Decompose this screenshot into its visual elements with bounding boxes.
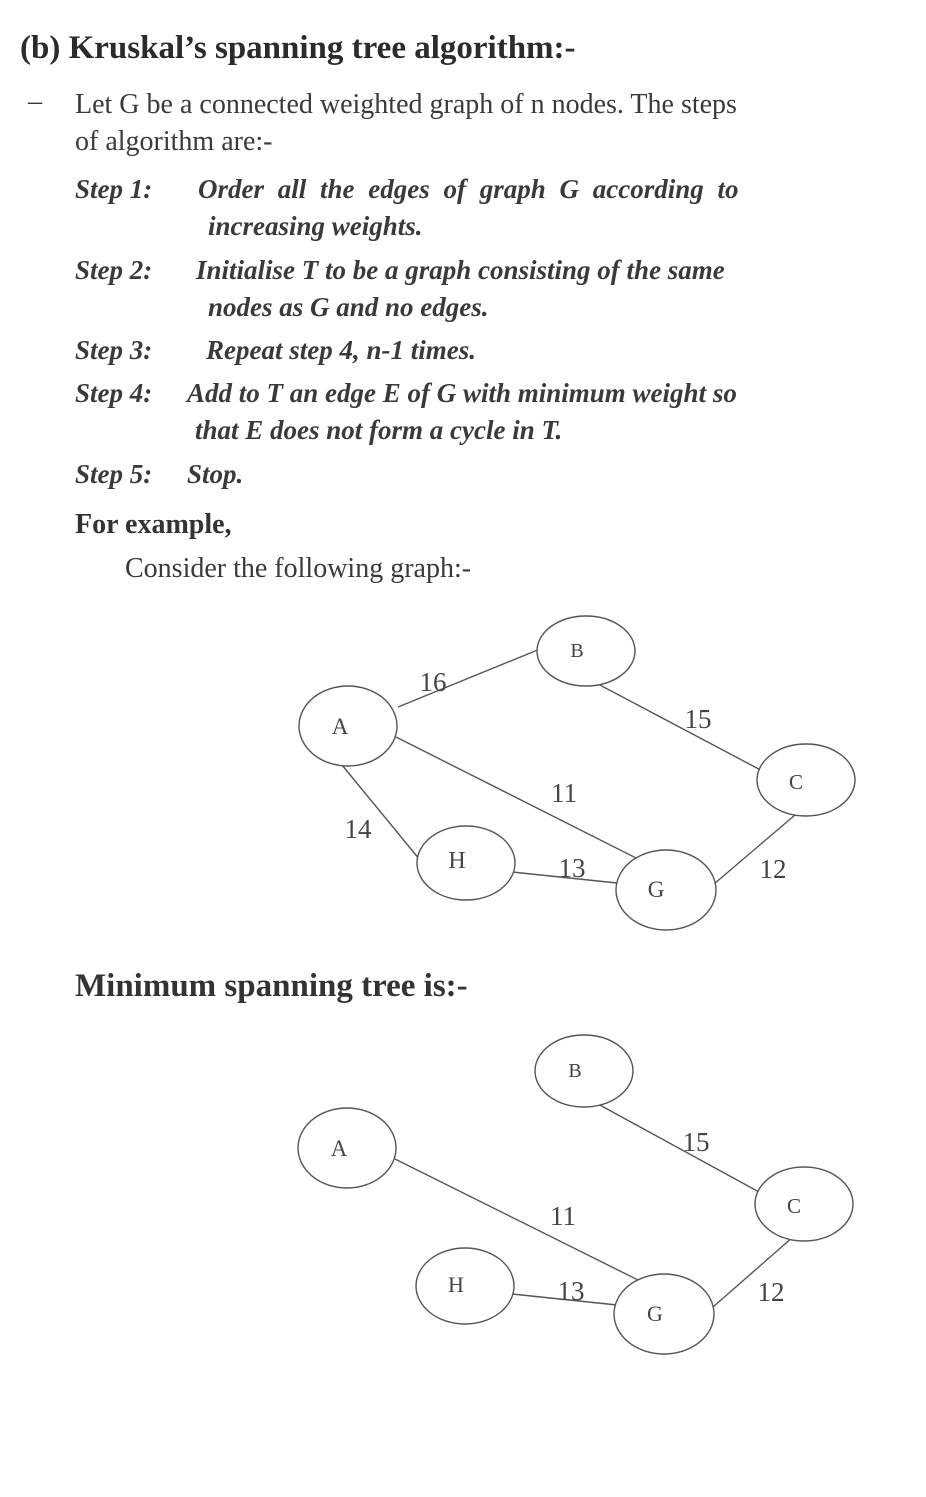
edge-a-h xyxy=(341,764,421,861)
edge-a-b xyxy=(397,648,541,708)
step-1-line-2: increasing weights. xyxy=(208,211,423,241)
node-label-b: B xyxy=(570,640,583,662)
mst-node-label-c: C xyxy=(787,1194,801,1218)
step-4-line-2: that E does not form a cycle in T. xyxy=(195,415,563,445)
step-5-label: Step 5: xyxy=(75,459,153,489)
step-3-line-1: Repeat step 4, n-1 times. xyxy=(206,335,476,365)
node-a xyxy=(298,685,398,767)
intro-paragraph: Let G be a connected weighted graph of n… xyxy=(75,86,875,160)
mst-node-c xyxy=(754,1166,854,1242)
intro-line-1: Let G be a connected weighted graph of n… xyxy=(75,89,737,120)
mst-node-a xyxy=(297,1107,397,1189)
mst-node-g xyxy=(613,1273,715,1355)
node-label-g: G xyxy=(648,877,665,902)
weight-b-c: 15 xyxy=(685,704,712,734)
step-2-line-2: nodes as G and no edges. xyxy=(208,292,489,322)
node-label-a: A xyxy=(332,714,349,739)
mst-node-label-a: A xyxy=(331,1136,348,1161)
step-4-line-1: Add to T an edge E of G with minimum wei… xyxy=(187,378,737,408)
intro-line-2: of algorithm are:- xyxy=(75,126,273,157)
example-heading: For example, xyxy=(75,509,232,540)
edge-b-c xyxy=(597,683,771,776)
step-1-label: Step 1: xyxy=(75,174,153,204)
weight-g-c: 12 xyxy=(760,854,787,884)
edge-a-g xyxy=(395,736,641,861)
step-1-line-1: Order all the edges of graph G according… xyxy=(198,174,739,204)
mst-edge-g-c xyxy=(712,1236,794,1308)
node-label-c: C xyxy=(789,770,803,794)
step-2-label: Step 2: xyxy=(75,255,153,285)
mst-node-b xyxy=(534,1034,634,1108)
mst-weight-h-g: 13 xyxy=(558,1276,585,1306)
node-g xyxy=(615,849,717,931)
mst-node-label-h: H xyxy=(448,1272,464,1297)
section-heading: (b) Kruskal’s spanning tree algorithm:- xyxy=(20,30,576,66)
mst-node-label-g: G xyxy=(647,1301,663,1326)
step-5-line-1: Stop. xyxy=(187,459,244,489)
list-dash: – xyxy=(28,86,42,117)
consider-text: Consider the following graph:- xyxy=(125,553,472,584)
weight-a-h: 14 xyxy=(345,814,373,844)
mst-graph xyxy=(297,1034,854,1355)
mst-weight-b-c: 15 xyxy=(683,1127,710,1157)
weight-a-b: 16 xyxy=(420,667,447,697)
mst-edge-b-c xyxy=(597,1103,771,1199)
step-2-line-1: Initialise T to be a graph consisting of… xyxy=(196,255,725,285)
mst-heading: Minimum spanning tree is:- xyxy=(75,968,468,1004)
node-label-h: H xyxy=(448,848,465,874)
node-b xyxy=(536,615,636,687)
mst-weight-g-c: 12 xyxy=(758,1277,785,1307)
mst-edge-a-g xyxy=(394,1158,643,1283)
weight-h-g: 13 xyxy=(559,853,586,883)
mst-edge-h-g xyxy=(511,1293,618,1306)
step-3-label: Step 3: xyxy=(75,335,153,365)
node-h xyxy=(416,825,516,901)
mst-node-label-b: B xyxy=(568,1060,581,1082)
step-4-label: Step 4: xyxy=(75,378,153,408)
mst-node-h xyxy=(415,1247,515,1325)
edge-g-c xyxy=(713,814,796,885)
original-graph xyxy=(298,615,856,931)
edge-h-g xyxy=(511,871,618,884)
weight-a-g: 11 xyxy=(551,778,577,808)
mst-weight-a-g: 11 xyxy=(550,1201,576,1231)
node-c xyxy=(756,743,856,817)
